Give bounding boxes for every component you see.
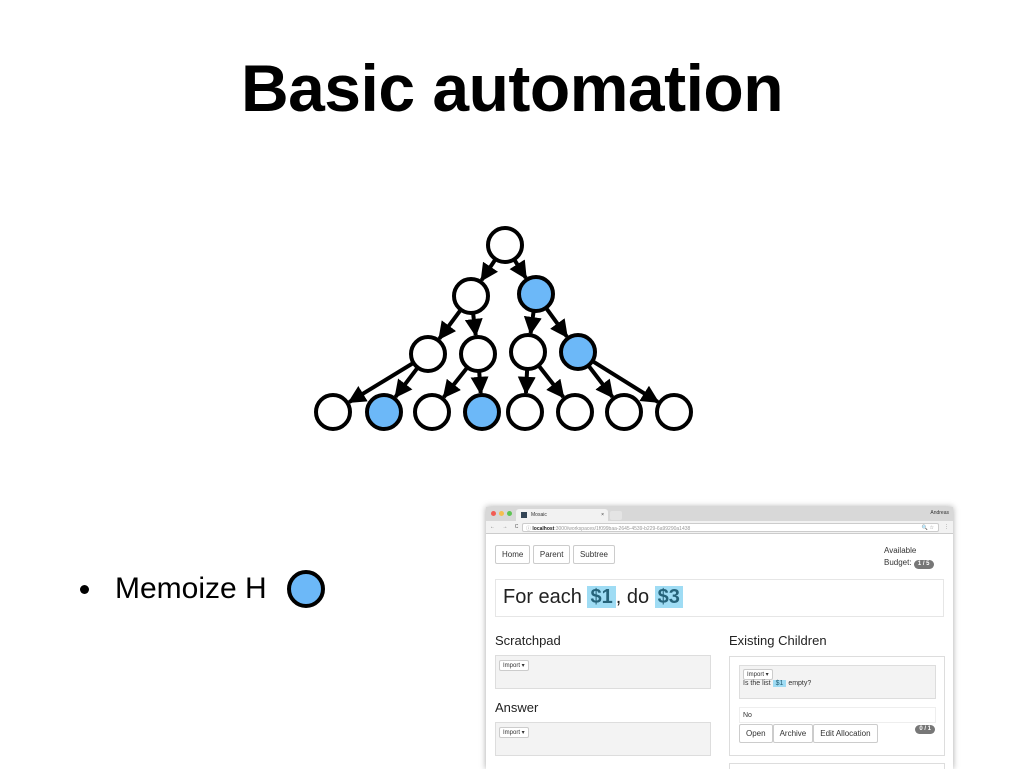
import-dropdown[interactable]: Import ▾ — [499, 727, 529, 738]
tree-node — [486, 226, 524, 264]
answer-editor[interactable]: Import ▾ — [495, 722, 711, 756]
parent-button[interactable]: Parent — [532, 545, 571, 564]
browser-screenshot: Mosaic × Andreas ← → C ⓘ localhost:3000/w… — [486, 507, 953, 769]
home-button[interactable]: Home — [495, 545, 531, 564]
tree-edge — [470, 370, 489, 395]
tree-edge — [479, 258, 499, 282]
budget-label-2: Budget: — [884, 558, 912, 567]
favicon-icon — [521, 512, 527, 518]
close-light[interactable] — [491, 511, 496, 516]
archive-button[interactable]: Archive — [772, 724, 814, 743]
tree-node — [509, 333, 547, 371]
tree-node — [452, 277, 490, 315]
tree-node — [314, 393, 352, 431]
tree-edge — [509, 258, 528, 280]
q-text-2: , do — [615, 586, 655, 608]
tree-node — [413, 393, 451, 431]
budget-label: Available — [884, 546, 917, 555]
tab-title: Mosaic — [531, 512, 547, 518]
scratchpad-editor[interactable]: Import ▾ — [495, 655, 711, 689]
tab-bar: Mosaic × Andreas — [486, 507, 953, 521]
import-dropdown[interactable]: Import ▾ — [743, 669, 773, 680]
url-host: localhost — [532, 526, 555, 532]
new-tab-button[interactable] — [610, 511, 622, 520]
tree-edge — [517, 368, 536, 395]
slide-title: Basic automation — [240, 51, 784, 125]
tree-node — [556, 393, 594, 431]
zoom-bookmark-icons[interactable]: 🔍 ☆ — [921, 525, 934, 531]
browser-tab[interactable]: Mosaic × — [516, 509, 608, 521]
budget-badge: 1 / 5 — [913, 560, 934, 569]
tree-node — [409, 335, 447, 373]
maximize-light[interactable] — [507, 511, 512, 516]
tree-node — [459, 335, 497, 373]
tree-node — [605, 393, 643, 431]
address-bar: ← → C ⓘ localhost:3000/workspaces/1f099b… — [486, 521, 953, 534]
tree-edge — [536, 364, 565, 399]
import-dropdown[interactable]: Import ▾ — [499, 660, 529, 671]
children-heading: Existing Children — [729, 633, 827, 648]
tree-node-memoized — [463, 393, 501, 431]
top-nav: Home Parent Subtree — [495, 545, 615, 564]
memoized-node-icon — [286, 570, 325, 608]
minimize-light[interactable] — [499, 511, 504, 516]
tree-node — [655, 393, 693, 431]
nav-icons[interactable]: ← → C — [490, 524, 522, 530]
tree-edge — [464, 312, 483, 337]
subtree-button[interactable]: Subtree — [572, 545, 615, 564]
open-button[interactable]: Open — [739, 724, 773, 743]
tree-edge — [544, 306, 569, 339]
tree-edge — [437, 308, 463, 341]
tree-edge — [523, 310, 542, 335]
child-answer: No — [739, 707, 936, 723]
q-text: For each — [503, 586, 588, 608]
child-panel-2 — [729, 763, 945, 769]
child-q-text: Is the list — [743, 680, 773, 687]
tree-node-memoized — [365, 393, 403, 431]
edit-allocation-button[interactable]: Edit Allocation — [813, 724, 878, 743]
tree-node-memoized — [559, 333, 597, 371]
question-box: For each $1, do $3 — [495, 579, 944, 617]
tree-edge — [393, 366, 420, 399]
url-field[interactable]: ⓘ localhost:3000/workspaces/1f099baa-264… — [522, 523, 939, 532]
tree-edge — [442, 366, 470, 399]
available-budget: Available Budget: 1 / 5 — [884, 545, 934, 569]
child-pointer[interactable]: $1 — [772, 680, 787, 687]
answer-heading: Answer — [495, 700, 539, 715]
pointer-1[interactable]: $1 — [587, 586, 616, 608]
child-q-text-2: empty? — [786, 680, 812, 687]
child-budget-badge: 0 / 1 — [915, 725, 935, 734]
bullet-text: Memoize H — [115, 572, 267, 605]
bullet-dot — [80, 584, 89, 594]
pointer-3[interactable]: $3 — [654, 586, 683, 608]
tree-edge — [586, 364, 615, 399]
bullet-item: Memoize H — [80, 570, 325, 608]
profile-name[interactable]: Andreas — [930, 510, 949, 516]
tree-node-memoized — [517, 275, 555, 313]
scratchpad-heading: Scratchpad — [495, 633, 561, 648]
child-question[interactable]: Import ▾Is the list $1 empty? — [739, 665, 936, 699]
tree-node — [506, 393, 544, 431]
menu-icon[interactable]: ⋮ — [944, 524, 949, 530]
tab-close-icon[interactable]: × — [601, 512, 604, 518]
tree-edge — [347, 361, 415, 404]
url-path: :3000/workspaces/1f099baa-2645-4539-b229… — [554, 526, 691, 532]
tree-edge — [591, 359, 660, 404]
